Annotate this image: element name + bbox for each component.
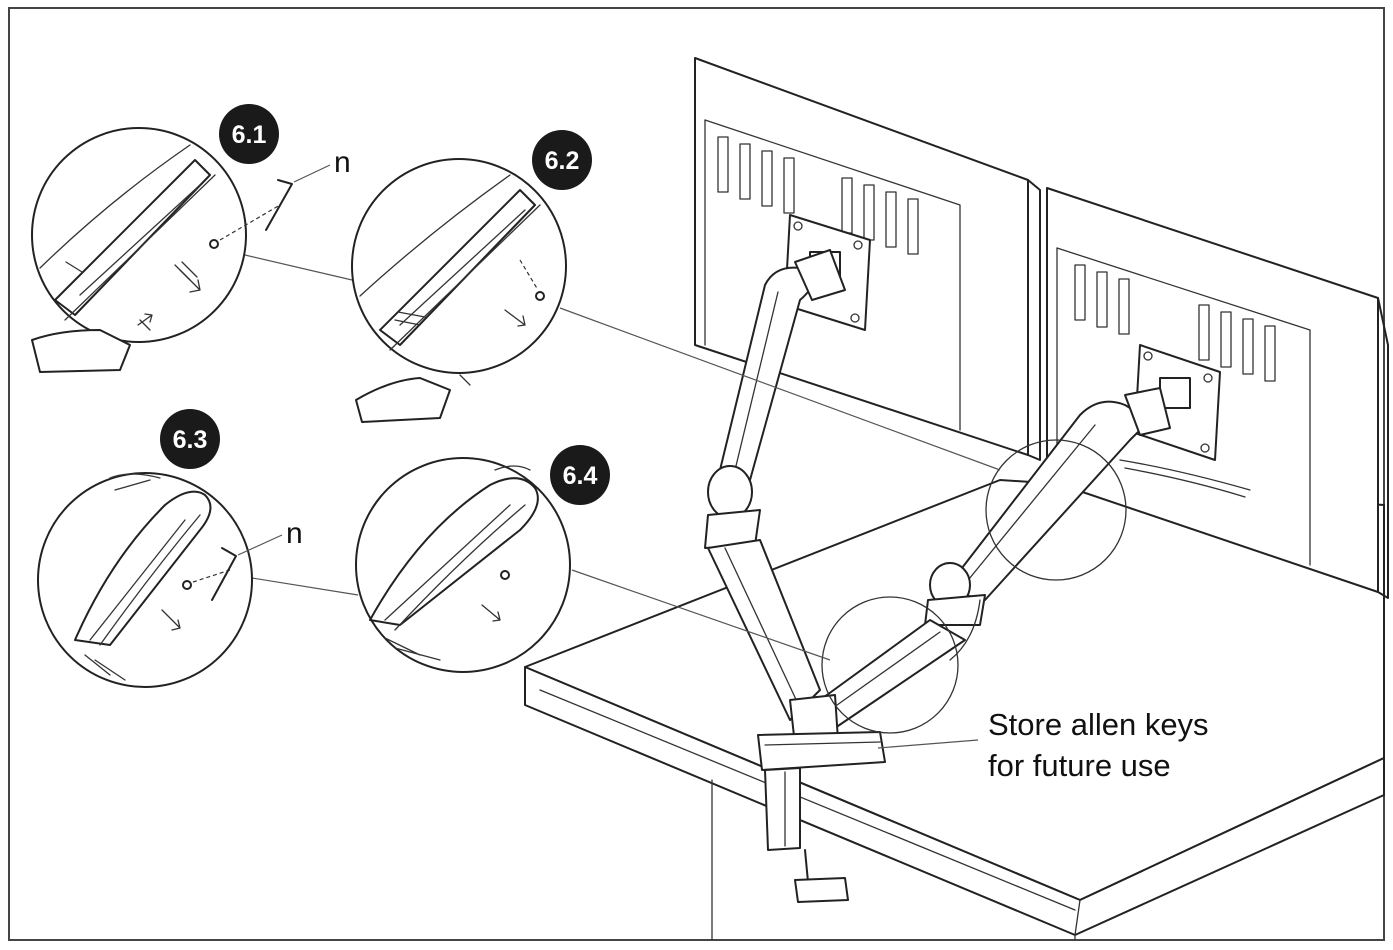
direction-arrow-icon	[161, 609, 181, 631]
screw-icon	[535, 291, 545, 301]
callout-circle-upper	[985, 439, 1127, 581]
leader-6-1	[244, 254, 353, 281]
inset-6-2	[351, 158, 567, 423]
badge-6-3: 6.3	[160, 409, 220, 469]
inset-6-1: n	[31, 127, 351, 373]
direction-arrow-icon	[504, 309, 526, 327]
allen-key-icon	[211, 547, 237, 601]
badge-label: 6.4	[563, 462, 598, 490]
badge-6-2: 6.2	[532, 130, 592, 190]
direction-arrow-icon	[481, 604, 501, 622]
leader-6-2	[559, 307, 1001, 471]
inset-6-3: n	[37, 472, 303, 688]
allen-key-icon	[265, 179, 293, 231]
part-label-n: n	[334, 146, 351, 179]
direction-arrow-icon	[179, 269, 201, 293]
monitor-arm	[704, 249, 1251, 903]
storage-note: Store allen keys for future use	[988, 707, 1209, 783]
callout-circle-lower	[821, 596, 959, 734]
leader-6-4	[571, 569, 831, 661]
screw-icon	[209, 239, 219, 249]
screw-icon	[500, 570, 510, 580]
inset-6-4	[355, 457, 571, 673]
badge-label: 6.3	[173, 426, 208, 454]
badge-label: 6.1	[232, 121, 267, 149]
note-line-1: Store allen keys	[988, 707, 1209, 742]
note-line-2: for future use	[988, 748, 1171, 783]
screw-icon	[182, 580, 192, 590]
diagram-frame	[8, 7, 1385, 941]
badge-6-4: 6.4	[550, 445, 610, 505]
leader-note	[877, 739, 979, 749]
leader-6-3	[251, 577, 359, 596]
badge-label: 6.2	[545, 147, 580, 175]
badge-6-1: 6.1	[219, 104, 279, 164]
part-label-n: n	[286, 517, 303, 550]
